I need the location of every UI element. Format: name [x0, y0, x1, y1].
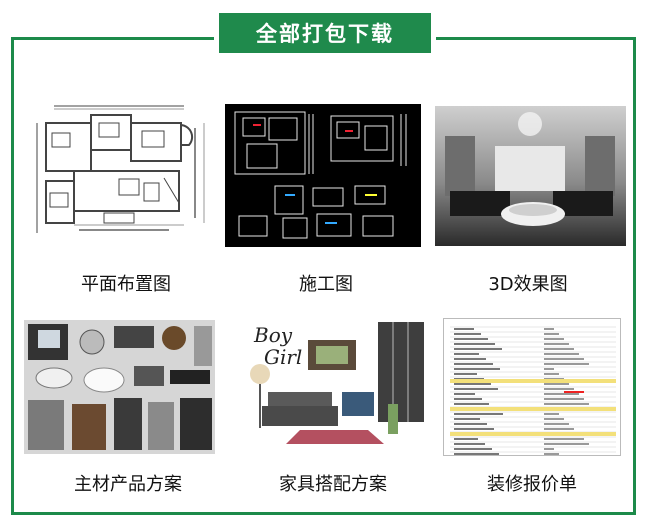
tile-label-materials: 主材产品方案 — [74, 474, 182, 495]
title-banner: 全部打包下载 — [214, 10, 436, 58]
construction-drawing-image[interactable] — [225, 104, 421, 247]
tile-label-3d: 3D效果图 — [488, 274, 568, 295]
furniture-moodboard-image[interactable]: Boy Girl — [238, 318, 428, 454]
tile-label-furniture: 家具搭配方案 — [279, 474, 387, 495]
banner-title[interactable]: 全部打包下载 — [219, 13, 431, 53]
materials-board-image[interactable] — [24, 320, 215, 454]
3d-rendering-image[interactable] — [435, 106, 626, 246]
tile-label-floor-plan: 平面布置图 — [81, 274, 171, 295]
tile-label-construction: 施工图 — [299, 274, 353, 295]
moodboard-text-boy: Boy — [254, 323, 293, 347]
moodboard-text-girl: Girl — [264, 345, 303, 369]
tile-label-quotation: 装修报价单 — [487, 474, 577, 495]
quotation-sheet-image[interactable] — [443, 318, 621, 456]
floor-plan-image[interactable] — [34, 103, 218, 245]
